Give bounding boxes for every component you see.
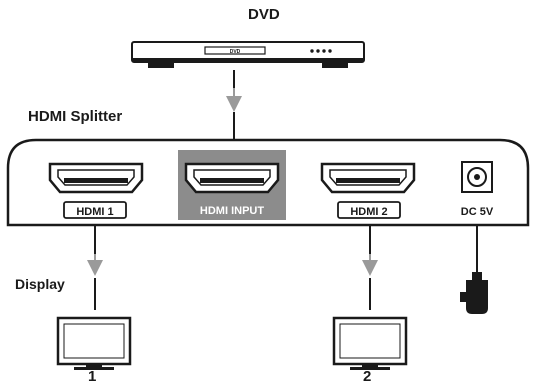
hdmi-1-port: HDMI 1 bbox=[48, 162, 144, 219]
display-1-number: 1 bbox=[88, 368, 97, 385]
dc-label: DC 5V bbox=[461, 206, 494, 218]
display-label: Display bbox=[15, 276, 65, 292]
hdmi-2-port: HDMI 2 bbox=[320, 162, 416, 219]
hdmi-2-label: HDMI 2 bbox=[350, 206, 387, 218]
dc-power-jack: DC 5V bbox=[461, 161, 494, 218]
dvd-player: DVD bbox=[131, 41, 365, 68]
dvd-tray-label: DVD bbox=[230, 49, 241, 55]
dvd-title: DVD bbox=[248, 6, 280, 23]
display-2-icon bbox=[332, 316, 408, 370]
splitter-title: HDMI Splitter bbox=[28, 108, 123, 125]
hdmi-input-port: HDMI INPUT bbox=[178, 150, 286, 220]
display-2-number: 2 bbox=[363, 368, 372, 385]
hdmi-1-label: HDMI 1 bbox=[76, 206, 113, 218]
display-1-icon bbox=[56, 316, 132, 370]
dvd-buttons bbox=[310, 49, 332, 53]
power-cable bbox=[460, 226, 488, 314]
hdmi-input-label: HDMI INPUT bbox=[200, 205, 264, 217]
